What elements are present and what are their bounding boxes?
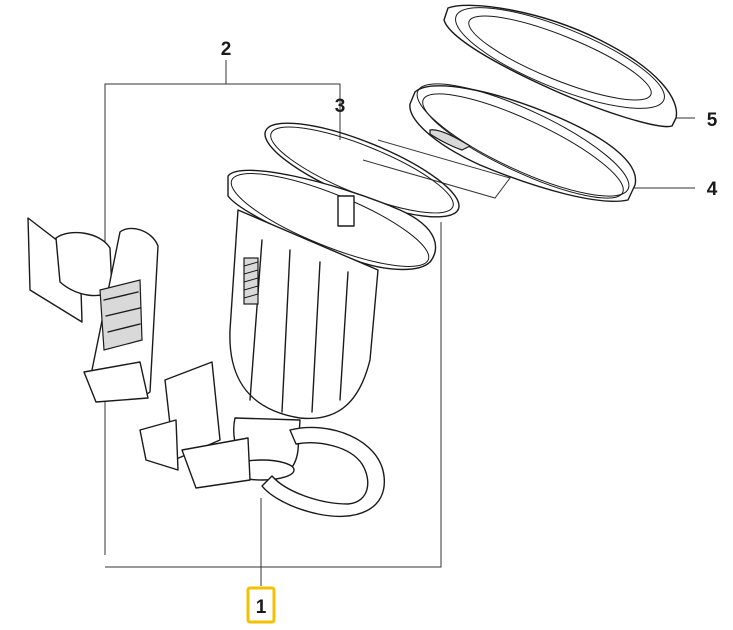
- seal-ring-part-4: [409, 83, 637, 202]
- leader-lines: [260, 117, 695, 586]
- callout-labels: 1 2 3 4 5: [221, 39, 718, 624]
- callout-2[interactable]: 2: [221, 39, 232, 60]
- spring: [243, 257, 259, 305]
- locking-ring-part-5: [443, 4, 678, 128]
- callout-4[interactable]: 4: [707, 179, 718, 200]
- callout-3[interactable]: 3: [335, 96, 346, 117]
- fuel-pump-assembly-part-1: [139, 169, 437, 518]
- callout-5[interactable]: 5: [707, 110, 718, 131]
- callout-1[interactable]: 1: [256, 597, 267, 618]
- callout-1-highlight: [246, 586, 276, 624]
- level-sensor-part-2: [27, 217, 159, 403]
